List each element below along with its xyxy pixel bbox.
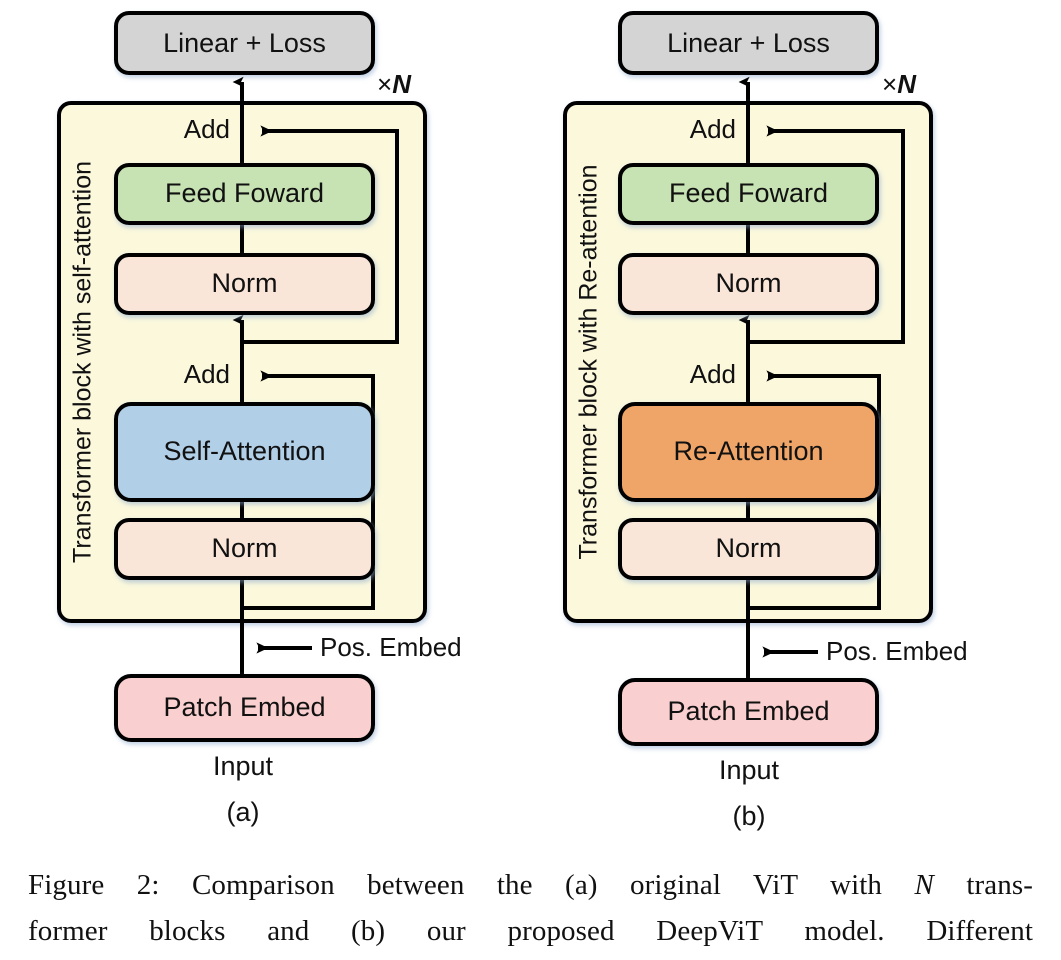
architecture-diagram: Linear + Loss ×N Transformer block with … xyxy=(57,11,968,831)
norm-lower-label: Norm xyxy=(212,533,278,563)
panel-b-patch-embed-box[interactable]: Patch Embed xyxy=(618,678,879,746)
panel-b-pos-embed-label: Pos. Embed xyxy=(826,636,968,666)
panel-a-pos-embed-label: Pos. Embed xyxy=(320,632,462,662)
caption-line-1: Figure 2: Comparison between the (a) ori… xyxy=(28,862,1033,908)
panel-a-norm-upper-box[interactable]: Norm xyxy=(114,253,375,315)
panel-a-feed-forward-box[interactable]: Feed Foward xyxy=(114,163,375,225)
norm-upper-label: Norm xyxy=(212,268,278,298)
linear-loss-label: Linear + Loss xyxy=(163,28,326,58)
panel-b-tag: (b) xyxy=(733,801,766,831)
panel-b-attention-skip-connection xyxy=(748,370,881,610)
norm-upper-rect xyxy=(618,253,879,315)
panel-b-ffn-skip-connection xyxy=(748,125,905,344)
caption-line-1-pre: Figure 2: Comparison between the (a) ori… xyxy=(28,869,915,901)
panel-b-norm-lower-box[interactable]: Norm xyxy=(618,518,879,580)
panel-b: Linear + Loss ×N Transformer block with … xyxy=(563,11,968,831)
panel-b-add-lower-label: Add xyxy=(690,359,736,389)
re-attention-label: Re-Attention xyxy=(673,436,823,466)
panel-b-vertical-label: Transformer block with Re-attention xyxy=(575,164,603,559)
norm-lower-rect xyxy=(114,518,375,580)
panel-a-repeat-label: ×N xyxy=(377,69,412,99)
panel-b-feed-forward-box[interactable]: Feed Foward xyxy=(618,163,879,225)
panel-b-input-label: Input xyxy=(719,755,780,785)
self-attention-label: Self-Attention xyxy=(163,436,325,466)
re-attention-rect xyxy=(618,402,879,502)
panel-a-self-attention-box[interactable]: Self-Attention xyxy=(114,402,375,502)
norm-upper-rect xyxy=(114,253,375,315)
norm-lower-label: Norm xyxy=(716,533,782,563)
panel-a-patch-embed-box[interactable]: Patch Embed xyxy=(114,674,375,742)
panel-a-linear-loss-box[interactable]: Linear + Loss xyxy=(114,11,375,75)
caption-line-2: former blocks and (b) our proposed DeepV… xyxy=(28,915,1033,947)
panel-a-add-upper-label: Add xyxy=(184,114,230,144)
patch-embed-rect xyxy=(618,678,879,746)
panel-b-norm-upper-box[interactable]: Norm xyxy=(618,253,879,315)
norm-lower-rect xyxy=(618,518,879,580)
patch-embed-rect xyxy=(114,674,375,742)
linear-loss-label: Linear + Loss xyxy=(667,28,830,58)
self-attention-rect xyxy=(114,402,375,502)
panel-a-add-lower-label: Add xyxy=(184,359,230,389)
panel-b-re-attention-box[interactable]: Re-Attention xyxy=(618,402,879,502)
norm-upper-label: Norm xyxy=(716,268,782,298)
linear-loss-rect xyxy=(114,11,375,75)
patch-embed-label: Patch Embed xyxy=(667,696,829,726)
feed-forward-rect xyxy=(618,163,879,225)
linear-loss-rect xyxy=(618,11,879,75)
figure-caption: Figure 2: Comparison between the (a) ori… xyxy=(0,862,1061,954)
feed-forward-label: Feed Foward xyxy=(165,178,324,208)
feed-forward-rect xyxy=(114,163,375,225)
panel-b-linear-loss-box[interactable]: Linear + Loss xyxy=(618,11,879,75)
panel-a-norm-lower-box[interactable]: Norm xyxy=(114,518,375,580)
panel-a-input-label: Input xyxy=(213,751,274,781)
feed-forward-label: Feed Foward xyxy=(669,178,828,208)
panel-a: Linear + Loss ×N Transformer block with … xyxy=(57,11,462,827)
panel-b-repeat-label: ×N xyxy=(882,69,917,99)
caption-line-1-post: trans- xyxy=(933,869,1033,901)
panel-a-vertical-label: Transformer block with self-attention xyxy=(69,161,97,563)
patch-embed-label: Patch Embed xyxy=(163,692,325,722)
panel-b-add-upper-label: Add xyxy=(690,114,736,144)
panel-a-ffn-skip-connection xyxy=(242,125,399,344)
caption-line-1-italic-n: N xyxy=(914,869,934,901)
panel-a-tag: (a) xyxy=(227,797,260,827)
